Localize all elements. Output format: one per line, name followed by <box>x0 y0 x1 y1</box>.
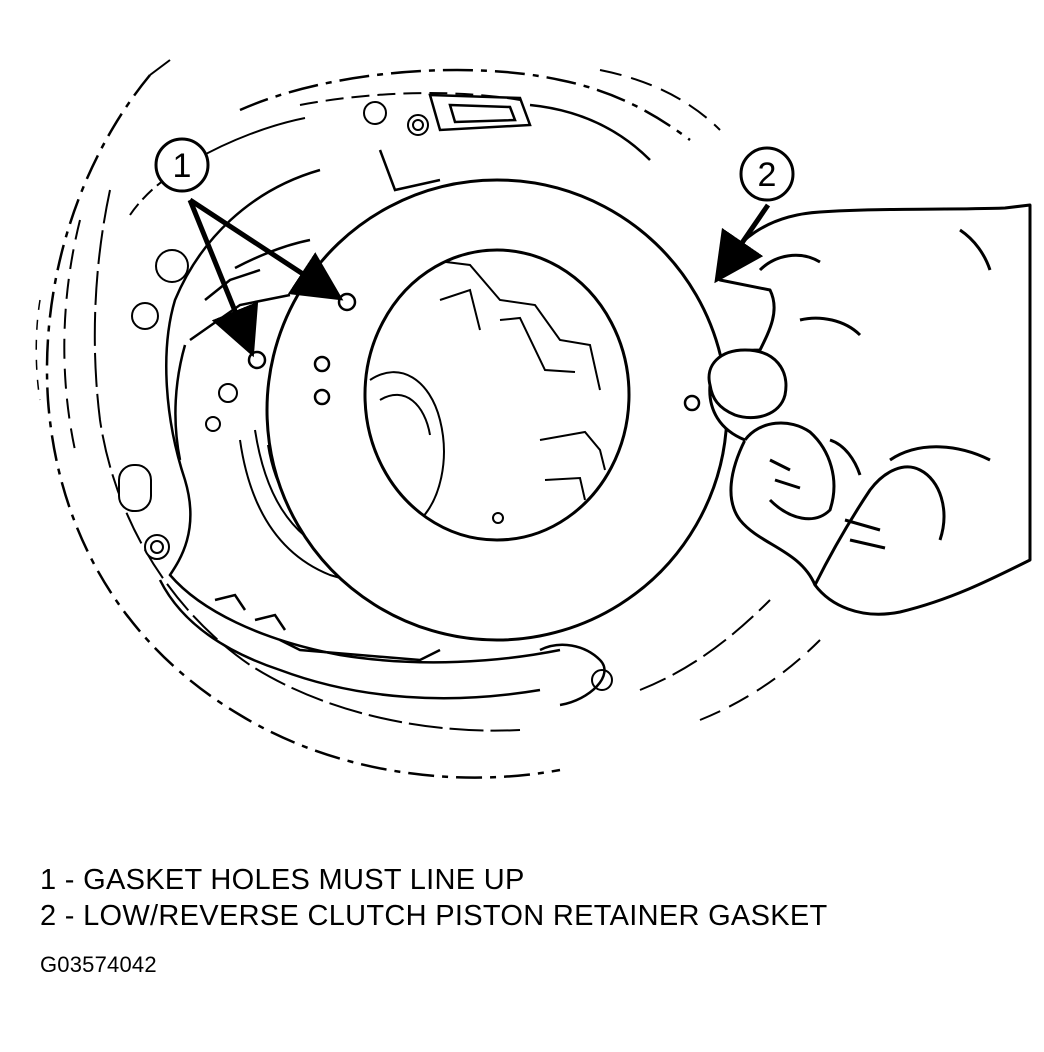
callout-2-leader <box>714 203 771 284</box>
low-reverse-clutch-piston-retainer-gasket <box>265 178 729 642</box>
gasket-holes <box>247 292 701 412</box>
legend-item-2: 2 - LOW/REVERSE CLUTCH PISTON RETAINER G… <box>40 900 828 932</box>
legend-item-1: 1 - GASKET HOLES MUST LINE UP <box>40 864 525 896</box>
transmission-gasket-illustration: 1 2 <box>35 59 1032 779</box>
callout-2: 2 <box>739 146 795 202</box>
hand <box>707 203 1032 616</box>
figure-id: G03574042 <box>40 952 157 977</box>
callout-1-number: 1 <box>173 147 192 185</box>
clutch-retainer-plate <box>158 93 651 707</box>
callout-1-leaders <box>187 197 344 358</box>
case-holes <box>118 101 613 691</box>
callout-2-number: 2 <box>758 156 777 194</box>
legend: 1 - GASKET HOLES MUST LINE UP 2 - LOW/RE… <box>40 862 828 934</box>
callout-1: 1 <box>154 137 210 193</box>
